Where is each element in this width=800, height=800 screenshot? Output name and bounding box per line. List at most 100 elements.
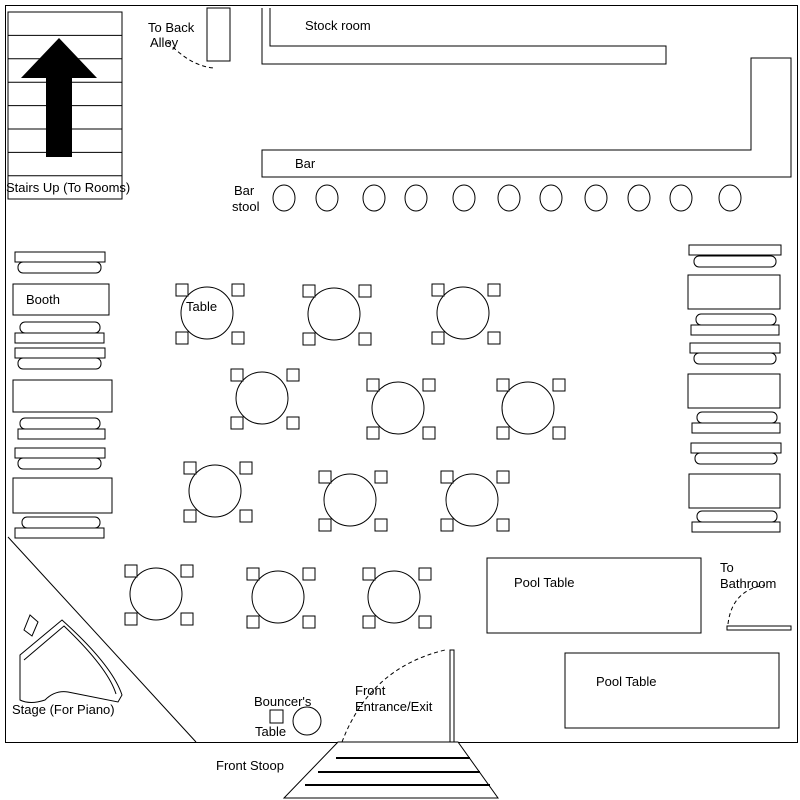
chair [552,378,566,392]
chair [440,518,454,532]
booth-cushion [694,452,778,465]
chair [496,518,510,532]
chair [175,283,189,297]
table-top [307,287,361,341]
dining-table [496,378,566,440]
back-alley-label: To Back [148,20,195,35]
pool-table-2-label: Pool Table [596,674,656,689]
chair [239,461,253,475]
chair [440,470,454,484]
booth-table [12,477,113,514]
booth-bench [14,332,105,344]
chair [496,378,510,392]
booth-bench [14,447,106,459]
up-arrow-icon [21,38,97,157]
chair [175,331,189,345]
chair [366,378,380,392]
chair [431,331,445,345]
booth-cushion [696,510,778,523]
dining-table [431,283,501,345]
chair [431,283,445,297]
entrance-label-2: Entrance/Exit [355,699,433,714]
chair [496,470,510,484]
bar-stool [669,184,693,212]
booth-bench [14,527,105,539]
chair [180,564,194,578]
chair [124,612,138,626]
booth-bench [690,442,782,454]
bar-counter: Bar [261,57,792,178]
booth-bench [691,521,781,533]
bar-label: Bar [295,156,316,171]
chair [302,615,316,629]
bar-stool [315,184,339,212]
table-top [445,473,499,527]
booth-cushion [19,321,101,334]
table-top [436,286,490,340]
booth-cushion [17,261,102,274]
chair [180,612,194,626]
chair [358,284,372,298]
bathroom-label-2: Bathroom [720,576,776,591]
chair [496,426,510,440]
booth-cushion [17,357,102,370]
booths [12,244,782,539]
chair [302,332,316,346]
booth-table [12,379,113,413]
chair [552,426,566,440]
dining-table [318,470,388,532]
front-stoop: Front Stoop [216,741,499,799]
booth-bench [17,428,106,440]
table-top [251,570,305,624]
booth-bench [690,324,780,336]
stock-room: Stock room [261,8,667,65]
dining-table [246,567,316,629]
dining-table [362,567,432,629]
table-top [129,567,183,621]
bar-stool [452,184,476,212]
booth-table [688,473,781,509]
bouncer-label-2: Table [255,724,286,739]
chair [124,564,138,578]
dining-table [175,283,245,345]
bathroom-label: To [720,560,734,575]
table-top [323,473,377,527]
booth-cushion [21,516,101,529]
chair [230,368,244,382]
chair [418,567,432,581]
table-top [501,381,555,435]
bar-stool [497,184,521,212]
chair [487,331,501,345]
chair [318,518,332,532]
booth-bench [691,422,781,434]
bouncer-label: Bouncer's [254,694,312,709]
chair [230,416,244,430]
booth-table [687,274,781,310]
bouncer-table: Bouncer's Table [254,694,322,739]
table-top [188,464,242,518]
chair [362,615,376,629]
front-stoop-label: Front Stoop [216,758,284,773]
chair [374,470,388,484]
chair [246,615,260,629]
dining-table [440,470,510,532]
chair [231,331,245,345]
booth-label: Booth [26,292,60,307]
bar-stool [584,184,608,212]
booth-table [12,283,110,316]
bar-stool [272,184,296,212]
chair [487,283,501,297]
stock-room-label: Stock room [305,18,371,33]
chair [362,567,376,581]
stage: Stage (For Piano) [7,536,197,743]
dining-table [302,284,372,346]
booth-cushion [696,411,778,424]
table-top [180,286,234,340]
booth-cushion [693,255,777,268]
bar-stool [404,184,428,212]
pool-table-1: Pool Table [486,557,702,634]
stage-label: Stage (For Piano) [12,702,115,717]
booth-bench [688,244,782,256]
chair [246,567,260,581]
